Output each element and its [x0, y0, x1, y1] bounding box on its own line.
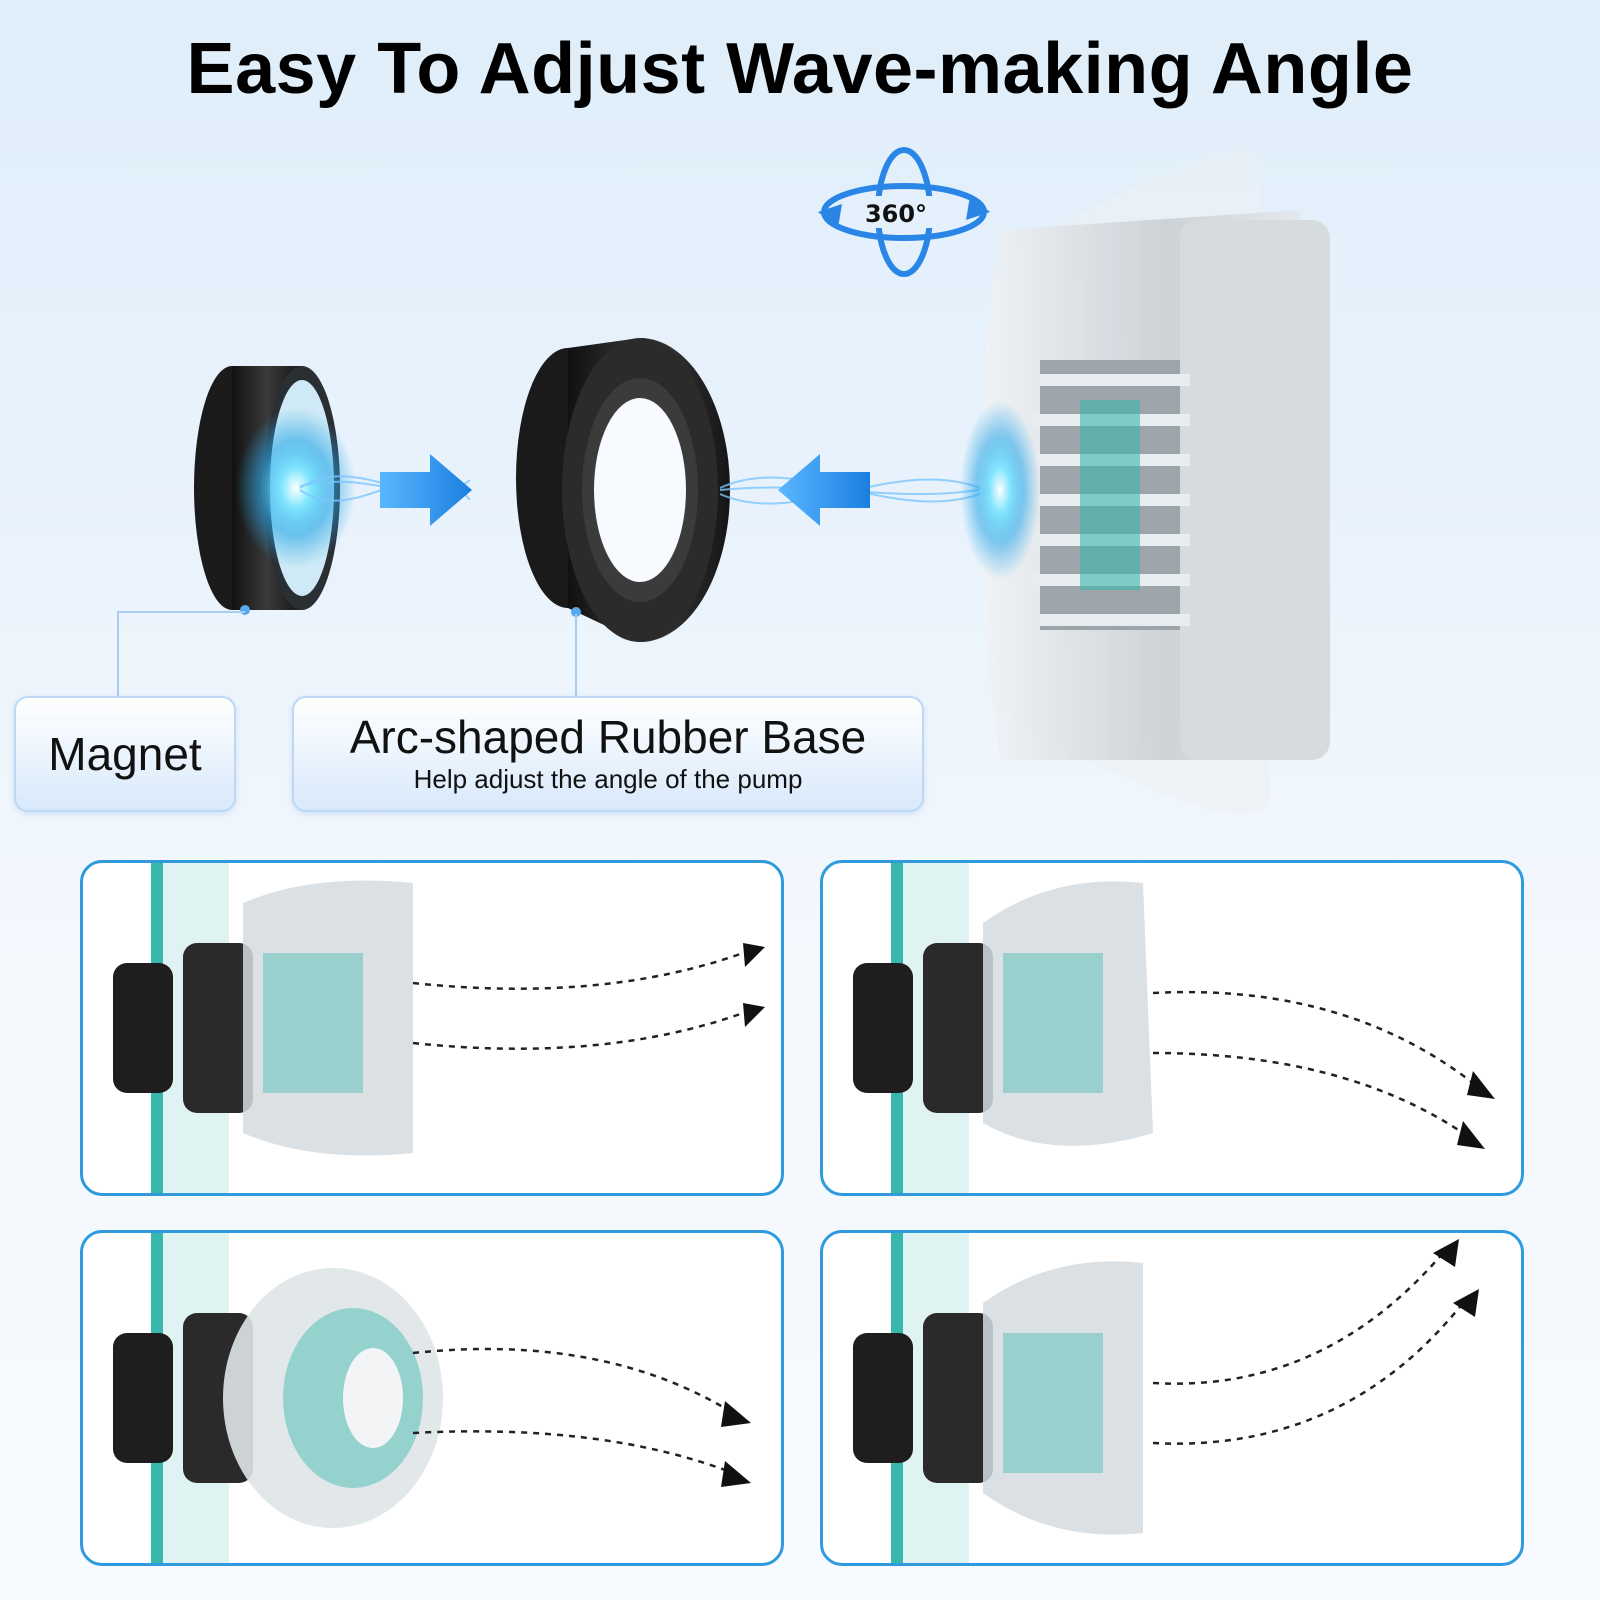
- flow-arrow: [1152, 990, 1474, 1084]
- arrow-to-base-icon: [380, 454, 472, 526]
- rotation-badge: 360°: [865, 200, 927, 228]
- flow-arrow: [1152, 1051, 1464, 1135]
- arrow-to-base-icon: [778, 454, 870, 526]
- angle-panel-top-right: [820, 860, 1524, 1196]
- angle-panel-bottom-left: [80, 1230, 784, 1566]
- flow-arrow: [412, 1011, 744, 1050]
- magnet-label-box: Magnet: [14, 696, 236, 812]
- flow-arrow: [1152, 1252, 1444, 1385]
- wave-pump: [960, 150, 1330, 814]
- rubber-base-subtitle: Help adjust the angle of the pump: [413, 764, 803, 794]
- rubber-base-ring: [516, 338, 730, 642]
- rubber-base-title: Arc-shaped Rubber Base: [349, 711, 867, 763]
- panel-illustration: [113, 863, 765, 1193]
- flow-arrow: [412, 951, 744, 990]
- hero-illustration: 360°: [117, 147, 1330, 814]
- flow-arrow: [412, 1347, 734, 1415]
- flow-arrow: [1152, 1302, 1464, 1445]
- panel-illustration: [853, 863, 1495, 1193]
- panel-illustration: [113, 1233, 751, 1563]
- page-title: Easy To Adjust Wave-making Angle: [186, 29, 1414, 109]
- angle-panel-top-left: [80, 860, 784, 1196]
- panel-illustration: [853, 1233, 1479, 1563]
- angle-panel-bottom-right: [820, 1230, 1524, 1566]
- flow-arrow: [412, 1430, 734, 1475]
- magnet-disc: [194, 366, 356, 615]
- rotation-360-icon: 360°: [818, 147, 990, 277]
- magnet-label: Magnet: [48, 728, 202, 780]
- rubber-base-label-box: Arc-shaped Rubber Base Help adjust the a…: [292, 696, 924, 812]
